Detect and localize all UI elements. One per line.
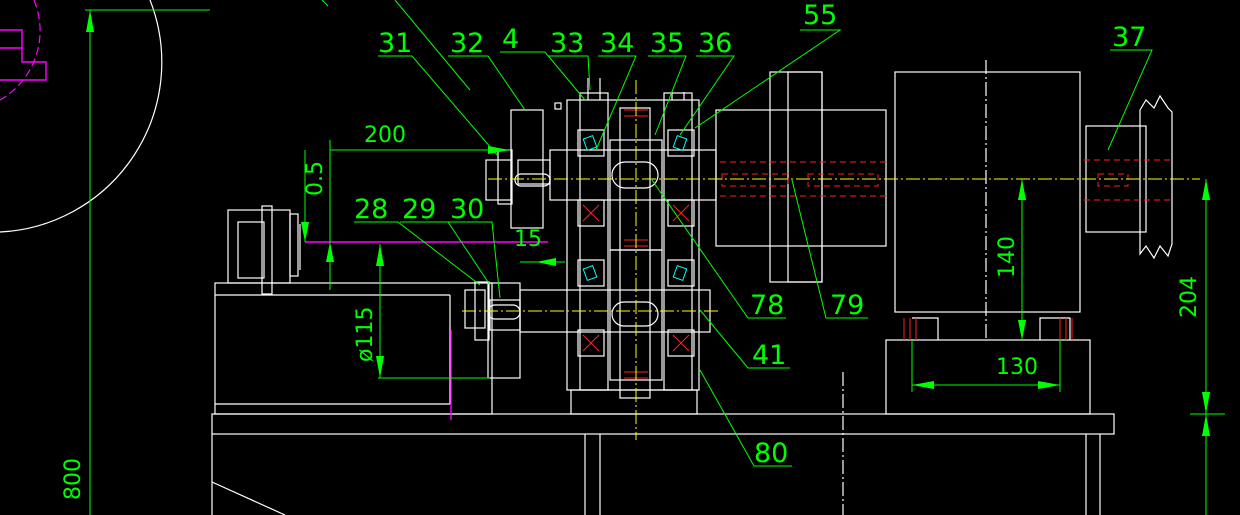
dim-130: 130 <box>996 355 1038 380</box>
motor <box>885 71 1091 415</box>
dim-15: 15 <box>514 227 542 252</box>
dim-115: ø115 <box>353 307 378 362</box>
coupling-disc <box>715 71 887 283</box>
gearbox <box>554 78 700 415</box>
base-frame <box>211 413 1115 515</box>
label-78: 78 <box>750 290 784 321</box>
label-28: 28 <box>354 194 388 225</box>
phantom-lines <box>305 241 548 420</box>
label-30: 30 <box>450 194 484 225</box>
label-79: 79 <box>830 290 864 321</box>
pulley <box>1084 94 1173 260</box>
dim-800: 800 <box>61 458 86 500</box>
dimension-texts: 200 0.5 15 ø115 800 140 130 204 <box>61 123 1202 500</box>
dimension-lines <box>85 9 1225 515</box>
label-35: 35 <box>650 28 684 59</box>
phantom-circle-left <box>0 0 163 233</box>
label-55: 55 <box>803 0 837 31</box>
label-31: 31 <box>378 28 412 59</box>
label-33: 33 <box>550 28 584 59</box>
leader-lines <box>321 0 1153 467</box>
label-80: 80 <box>754 438 788 469</box>
centerlines <box>462 60 1200 515</box>
left-support-block <box>214 205 493 415</box>
upper-shaft <box>485 109 717 229</box>
label-36: 36 <box>698 28 732 59</box>
dim-204: 204 <box>1177 276 1202 318</box>
dim-0-5: 0.5 <box>303 161 328 196</box>
label-29: 29 <box>402 194 436 225</box>
label-37: 37 <box>1112 22 1146 53</box>
part-labels: 31 32 4 33 34 35 36 55 37 28 29 30 78 79… <box>354 0 1146 469</box>
dim-200: 200 <box>364 123 406 148</box>
label-41: 41 <box>752 340 786 371</box>
label-4: 4 <box>502 24 519 55</box>
label-32: 32 <box>450 28 484 59</box>
label-34: 34 <box>600 28 634 59</box>
dim-140: 140 <box>995 236 1020 278</box>
